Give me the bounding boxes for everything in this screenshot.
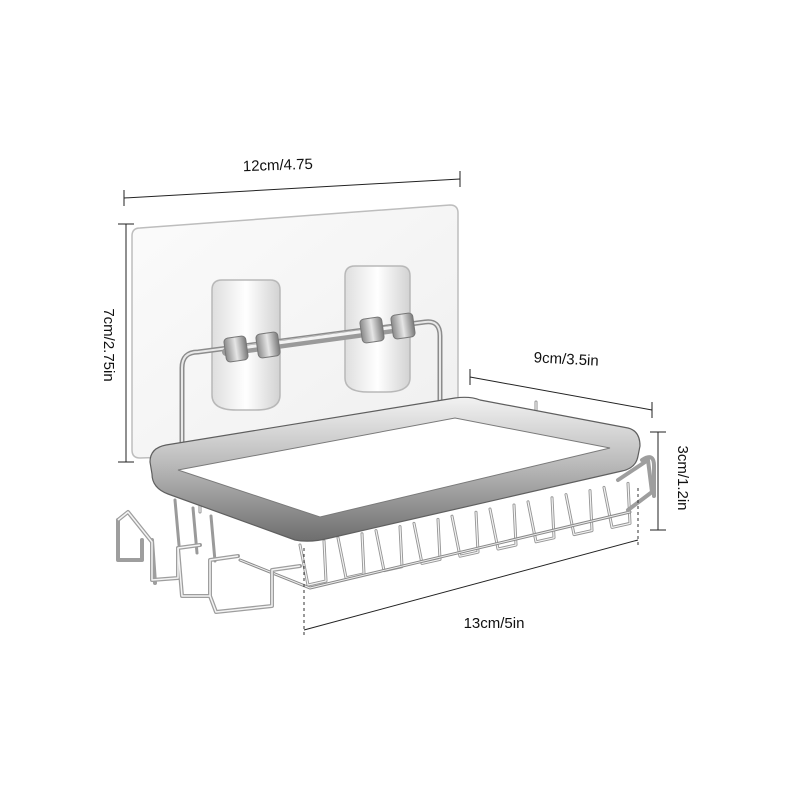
plate-width-label: 12cm/4.75 <box>243 156 314 175</box>
basket-wire <box>239 511 631 589</box>
basket-wire <box>603 482 631 528</box>
right-sponge-holder <box>616 455 656 512</box>
basket-wire <box>527 497 555 543</box>
length-label: 13cm/5in <box>464 615 525 632</box>
basket-wire <box>565 490 593 536</box>
basket-wire <box>413 518 441 564</box>
height-label: 3cm/1.2in <box>674 445 691 510</box>
bar-clamps <box>223 312 416 363</box>
basket-wire <box>375 526 403 572</box>
plate-height-label: 7cm/2.75in <box>100 308 117 381</box>
basket-wire <box>299 540 327 586</box>
basket-wire <box>337 533 365 579</box>
basket-wire <box>173 498 181 547</box>
basket-wire <box>209 514 217 563</box>
left-sponge-holder-highlight <box>117 511 301 613</box>
basket-top-rim <box>149 396 641 542</box>
dimension-lines <box>118 171 666 636</box>
depth-label: 9cm/3.5in <box>533 349 599 369</box>
basket-wire <box>451 511 479 557</box>
basket-wire <box>489 504 517 550</box>
